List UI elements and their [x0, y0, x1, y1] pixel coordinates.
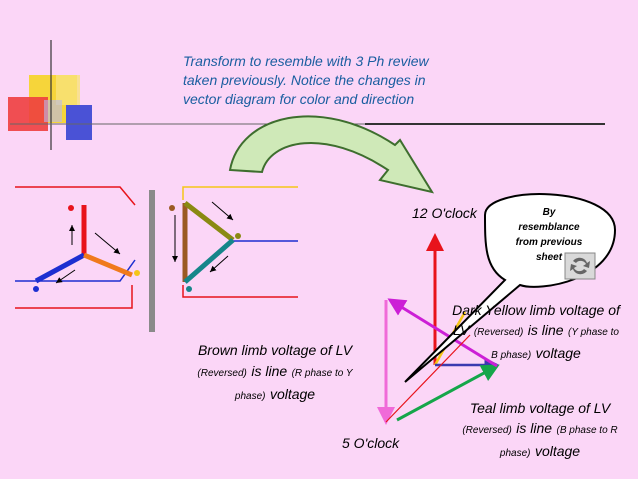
- teal-is-line: is line: [516, 420, 553, 436]
- yellow-voltage-word: voltage: [535, 345, 581, 361]
- brown-caption-line-2: (Reversed) is line (R phase to Y: [180, 361, 370, 384]
- callout-text: By resemblance from previous sheet: [500, 205, 598, 265]
- twelve-oclock-label: 12 O'clock: [412, 205, 477, 221]
- yellow-is-line: is line: [527, 322, 564, 338]
- callout-line-4: sheet: [535, 252, 563, 263]
- brown-is-line: is line: [251, 363, 288, 379]
- yellow-lv: LV: [453, 322, 470, 338]
- brown-limb-caption: Brown limb voltage of LV (Reversed) is l…: [180, 340, 370, 407]
- separator-bar: [149, 190, 155, 332]
- brown-phase-end: phase): [234, 391, 266, 402]
- teal-reversed-note: (Reversed): [462, 425, 512, 436]
- brown-caption-line-1: Brown limb voltage of LV: [197, 342, 353, 358]
- transform-arrow: [228, 115, 435, 194]
- callout-line-3: from previous: [515, 237, 583, 248]
- delta-diagram: [169, 186, 298, 298]
- callout-line-2: resemblance: [518, 222, 580, 233]
- brown-caption-line-3: phase) voltage: [180, 384, 370, 407]
- title-line-2: taken previously. Notice the changes in: [183, 72, 426, 88]
- yellow-caption-line-1: Dark Yellow limb voltage of: [452, 302, 620, 318]
- yellow-phase-note: (Y phase to: [568, 327, 619, 338]
- slide-title: Transform to resemble with 3 Ph review t…: [183, 52, 483, 109]
- callout-line-1: By: [542, 207, 556, 218]
- title-line-3: vector diagram for color and direction: [183, 91, 415, 107]
- brown-voltage-word: voltage: [269, 386, 316, 402]
- yellow-caption-line-2: LV (Reversed) is line (Y phase to: [436, 320, 636, 343]
- teal-caption-line-2: (Reversed) is line (B phase to R: [450, 418, 630, 441]
- yellow-phase-end: B phase): [491, 350, 532, 361]
- title-line-1: Transform to resemble with 3 Ph review: [183, 53, 429, 69]
- teal-phase-note: (B phase to R: [556, 425, 618, 436]
- teal-limb-caption: Teal limb voltage of LV (Reversed) is li…: [450, 398, 630, 464]
- wye-star-diagram: [15, 186, 140, 309]
- teal-caption-line-1: Teal limb voltage of LV: [469, 400, 611, 416]
- yellow-reversed-note: (Reversed): [473, 327, 524, 338]
- brown-reversed-note: (Reversed): [197, 368, 247, 379]
- five-oclock-label: 5 O'clock: [342, 435, 400, 451]
- dark-yellow-limb-caption: Dark Yellow limb voltage of LV (Reversed…: [436, 300, 636, 366]
- refresh-icon[interactable]: [564, 252, 596, 280]
- teal-caption-line-3: phase) voltage: [450, 441, 630, 464]
- decorative-logo: [8, 40, 605, 150]
- teal-voltage-word: voltage: [534, 443, 581, 459]
- yellow-caption-line-3: B phase) voltage: [436, 343, 636, 366]
- teal-phase-end: phase): [499, 448, 531, 459]
- brown-phase-note: (R phase to Y: [291, 368, 353, 379]
